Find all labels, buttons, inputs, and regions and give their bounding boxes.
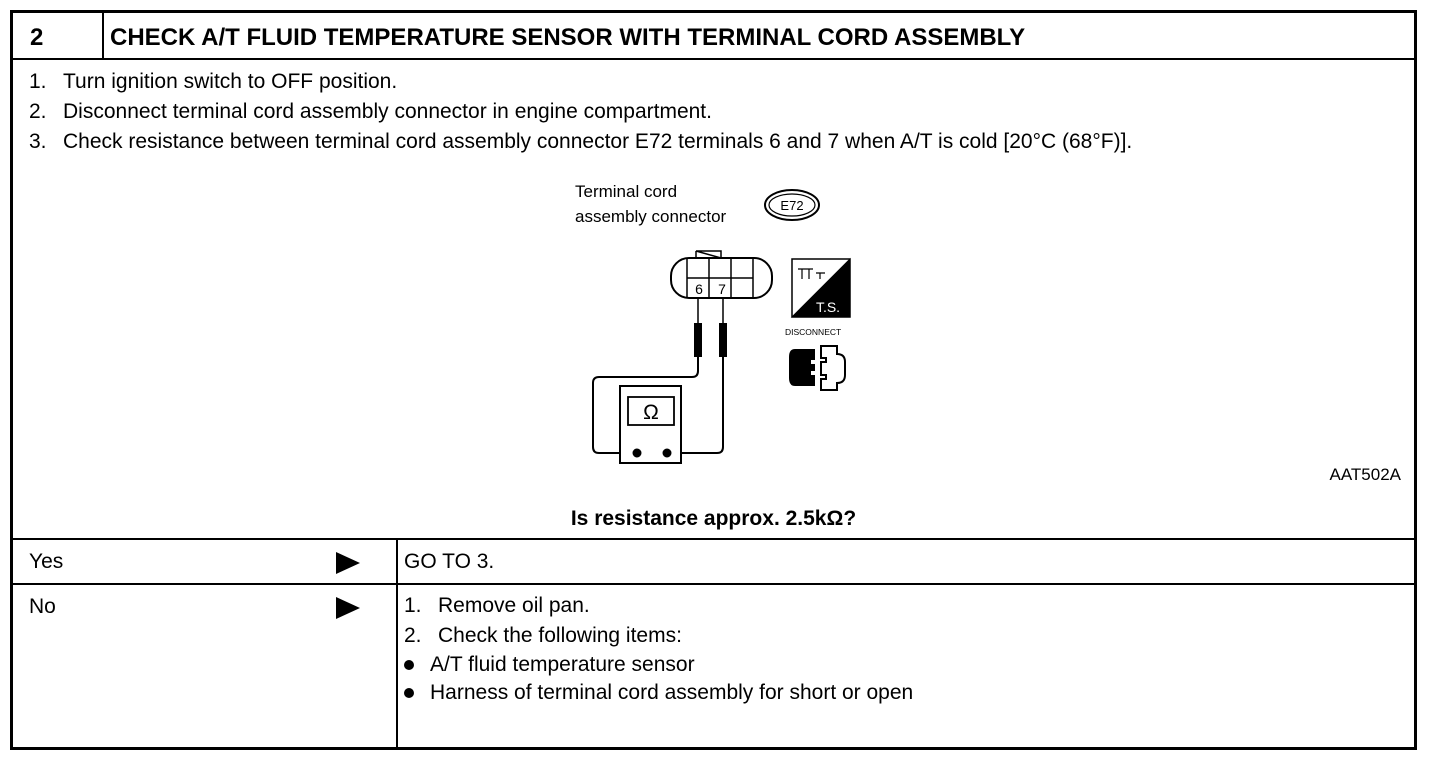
- no-step-item: 1.Remove oil pan.: [404, 594, 590, 617]
- no-arrow-icon: [336, 597, 360, 619]
- bullet-icon: [404, 688, 414, 699]
- no-step-item: 2.Check the following items:: [404, 624, 682, 647]
- instruction-item: 3.Check resistance between terminal cord…: [29, 130, 1133, 153]
- connector-diagram: Terminal cord assembly connector E72 6 7: [575, 182, 1402, 484]
- ts-label: T.S.: [816, 299, 840, 315]
- no-label: No: [29, 595, 56, 618]
- instruction-item: 2.Disconnect terminal cord assembly conn…: [29, 100, 712, 123]
- bullet-icon: [404, 660, 414, 671]
- figure-code: AAT502A: [1329, 465, 1401, 484]
- resistance-question: Is resistance approx. 2.5kΩ?: [570, 507, 857, 530]
- terminal-7-label: 7: [718, 281, 726, 297]
- step-number-divider: [102, 13, 104, 58]
- connector-label-line2: assembly connector: [575, 207, 727, 226]
- disconnect-icon: [789, 345, 846, 391]
- ohmmeter: [619, 385, 682, 464]
- step-number: 2: [30, 24, 44, 51]
- header-divider: [13, 58, 1414, 60]
- answer-column-divider: [396, 540, 398, 747]
- no-action-list: 1.Remove oil pan. 2.Check the following …: [404, 591, 913, 707]
- yes-label: Yes: [29, 550, 64, 573]
- question-divider: [13, 538, 1414, 540]
- connector-id: E72: [780, 198, 803, 213]
- test-probes: [694, 299, 727, 357]
- no-bullet-item: Harness of terminal cord assembly for sh…: [404, 679, 913, 707]
- terminal-6-label: 6: [695, 281, 703, 297]
- harness-connector: [670, 250, 773, 299]
- connector-label-line1: Terminal cord: [575, 182, 677, 201]
- yes-row-divider: [13, 583, 1414, 585]
- yes-arrow-icon: [336, 552, 360, 574]
- step-title: CHECK A/T FLUID TEMPERATURE SENSOR WITH …: [110, 24, 1026, 51]
- probe-leads: [592, 357, 724, 454]
- connector-id-badge: E72: [764, 189, 820, 221]
- ohm-icon: Ω: [643, 401, 659, 424]
- temperature-sensor-icon: [790, 257, 851, 318]
- procedure-table: 2 CHECK A/T FLUID TEMPERATURE SENSOR WIT…: [10, 10, 1417, 750]
- disconnect-label: DISCONNECT: [785, 327, 841, 337]
- no-bullet-item: A/T fluid temperature sensor: [404, 651, 913, 679]
- instruction-list: 1.Turn ignition switch to OFF position. …: [29, 67, 1132, 157]
- yes-action: GO TO 3.: [404, 550, 495, 573]
- instruction-item: 1.Turn ignition switch to OFF position.: [29, 70, 398, 93]
